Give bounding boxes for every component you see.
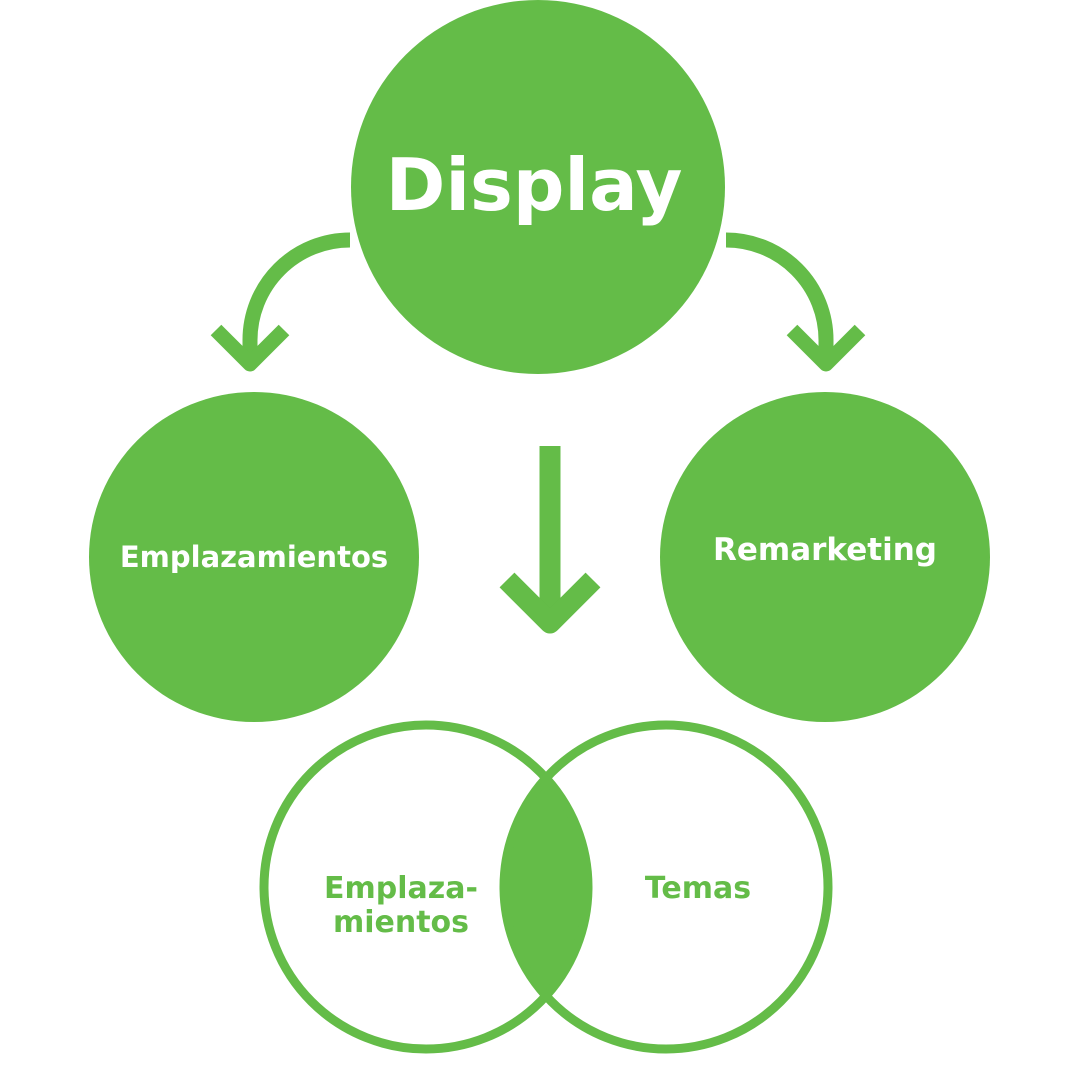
curved-arrow-right-icon [725,232,866,372]
display-label: Display [386,143,683,227]
venn-right-label: Temas [645,871,751,906]
venn-right-circle [499,720,833,1054]
remarketing-node [660,392,990,722]
emplazamientos-label: Emplazamientos [120,540,388,574]
arrow-down-icon [499,446,601,634]
venn-left-label-line1: Emplaza- [324,871,478,906]
display-node [351,0,725,374]
venn-left-circle [259,720,593,1054]
remarketing-label: Remarketing [713,532,937,568]
venn-left-label-line2: mientos [333,905,469,940]
emplazamientos-node [89,392,419,722]
curved-arrow-left-icon [210,232,351,372]
